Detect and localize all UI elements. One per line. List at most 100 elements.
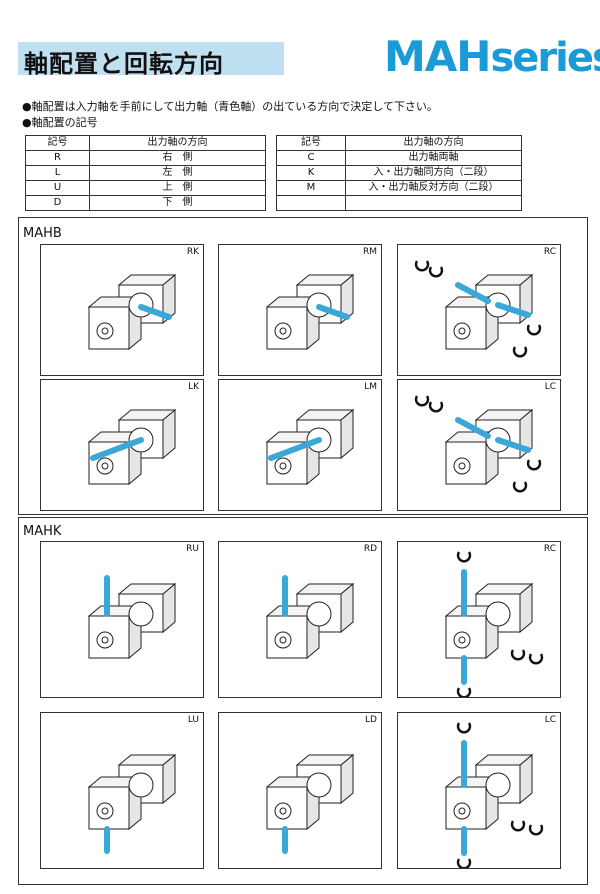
housing-side-face xyxy=(340,582,354,634)
input-bore xyxy=(101,807,109,815)
rotation-arrow-icon xyxy=(510,820,526,832)
direction-cell: 入・出力軸同方向（二段） xyxy=(345,165,522,181)
section-label-mahb: MAHB xyxy=(23,226,62,241)
code-table: 記号 出力軸の方向 記号 出力軸の方向 R 右 側 C 出力軸両軸 L 左 側 … xyxy=(25,135,522,211)
gearbox-illustration xyxy=(265,575,355,660)
gearbox-illustration xyxy=(444,722,544,868)
output-shaft xyxy=(316,304,350,320)
direction-cell: 入・出力軸反対方向（二段） xyxy=(345,180,522,196)
housing-side-face xyxy=(519,753,533,805)
gearbox-illustration xyxy=(444,551,544,697)
direction-cell: 上 側 xyxy=(89,180,266,196)
output-shaft xyxy=(495,437,531,453)
title-background xyxy=(18,42,284,75)
brand-logo: MAHseries xyxy=(384,32,600,81)
input-bore xyxy=(279,327,287,335)
tile-mahk-rd: RD xyxy=(218,541,382,698)
page-title: 軸配置と回転方向 xyxy=(24,50,224,78)
output-shaft xyxy=(455,417,491,439)
rotation-arrow-icon xyxy=(512,346,528,358)
input-bore xyxy=(458,462,466,470)
gearbox-illustration xyxy=(414,395,542,493)
gearbox-illustration xyxy=(87,575,177,660)
table-row: R 右 側 C 出力軸両軸 xyxy=(25,150,522,166)
table-row: U 上 側 M 入・出力軸反対方向（二段） xyxy=(25,180,522,196)
rotation-arrow-icon xyxy=(428,401,444,413)
rotation-arrow-icon xyxy=(526,324,542,336)
tile-mahk-lu: LU xyxy=(40,712,204,869)
housing-side-face xyxy=(340,408,354,460)
input-bore xyxy=(279,462,287,470)
input-bore xyxy=(458,636,466,644)
rotation-arrow-icon xyxy=(456,687,472,697)
section-mahb xyxy=(18,217,588,515)
section-label-mahk: MAHK xyxy=(23,524,62,539)
output-bore xyxy=(485,601,511,627)
tile-code: RC xyxy=(543,544,556,554)
code-cell: K xyxy=(276,165,346,181)
rotation-arrow-icon xyxy=(512,481,528,493)
gearbox-illustration xyxy=(87,273,177,351)
tile-code: LC xyxy=(544,715,556,725)
gearbox-illustration xyxy=(265,408,355,486)
rotation-arrow-icon xyxy=(526,459,542,471)
tile-mahk-ru: RU xyxy=(40,541,204,698)
tile-code: LC xyxy=(544,382,556,392)
tile-code: LD xyxy=(365,715,377,725)
tile-code: RM xyxy=(362,247,377,257)
rotation-arrow-icon xyxy=(456,858,472,868)
input-bore xyxy=(458,807,466,815)
housing-side-face xyxy=(162,753,176,805)
tile-mahb-lk: LK xyxy=(40,379,204,511)
tile-code: LK xyxy=(188,382,199,392)
housing-side-face xyxy=(340,753,354,805)
code-cell: D xyxy=(25,195,90,211)
output-bore xyxy=(128,601,154,627)
note-shaft-arrangement: ●軸配置は入力軸を手前にして出力軸（青色軸）の出ている方向で決定して下さい。 xyxy=(22,100,438,113)
housing-side-face xyxy=(519,582,533,634)
input-bore xyxy=(458,327,466,335)
gearbox-illustration xyxy=(87,408,177,486)
code-table-header: 記号 出力軸の方向 記号 出力軸の方向 xyxy=(25,135,522,151)
rotation-arrow-icon xyxy=(456,551,472,563)
input-bore xyxy=(279,807,287,815)
tile-code: RC xyxy=(543,247,556,257)
output-bore xyxy=(306,772,332,798)
tile-mahb-lc: LC xyxy=(397,379,561,511)
header-code-2: 記号 xyxy=(276,135,346,151)
table-row: L 左 側 K 入・出力軸同方向（二段） xyxy=(25,165,522,181)
direction-cell: 出力軸両軸 xyxy=(345,150,522,166)
tile-code: LU xyxy=(187,715,199,725)
tile-mahb-rc: RC xyxy=(397,244,561,376)
code-cell: U xyxy=(25,180,90,196)
rotation-arrow-icon xyxy=(528,824,544,836)
output-shaft xyxy=(90,437,144,461)
housing-side-face xyxy=(162,408,176,460)
code-cell xyxy=(276,195,346,211)
code-cell: M xyxy=(276,180,346,196)
output-shaft xyxy=(455,282,491,304)
tile-mahk-rc: RC xyxy=(397,541,561,698)
input-bore xyxy=(279,636,287,644)
tile-code: RK xyxy=(186,247,199,257)
input-bore xyxy=(101,462,109,470)
rotation-arrow-icon xyxy=(510,649,526,661)
note-code-heading: ●軸配置の記号 xyxy=(22,116,98,129)
brand-suffix: series xyxy=(490,35,600,81)
rotation-arrow-icon xyxy=(428,266,444,278)
direction-cell: 左 側 xyxy=(89,165,266,181)
input-bore xyxy=(101,327,109,335)
code-cell: L xyxy=(25,165,90,181)
direction-cell xyxy=(345,195,522,211)
output-bore xyxy=(128,772,154,798)
tile-mahk-ld: LD xyxy=(218,712,382,869)
header-direction-2: 出力軸の方向 xyxy=(345,135,522,151)
output-shaft xyxy=(138,304,172,320)
gearbox-illustration xyxy=(414,260,542,358)
gearbox-illustration xyxy=(265,753,355,854)
gearbox-illustration xyxy=(87,753,177,854)
input-bore xyxy=(101,636,109,644)
tile-mahk-lc: LC xyxy=(397,712,561,869)
output-shaft xyxy=(268,437,322,461)
output-bore xyxy=(485,772,511,798)
